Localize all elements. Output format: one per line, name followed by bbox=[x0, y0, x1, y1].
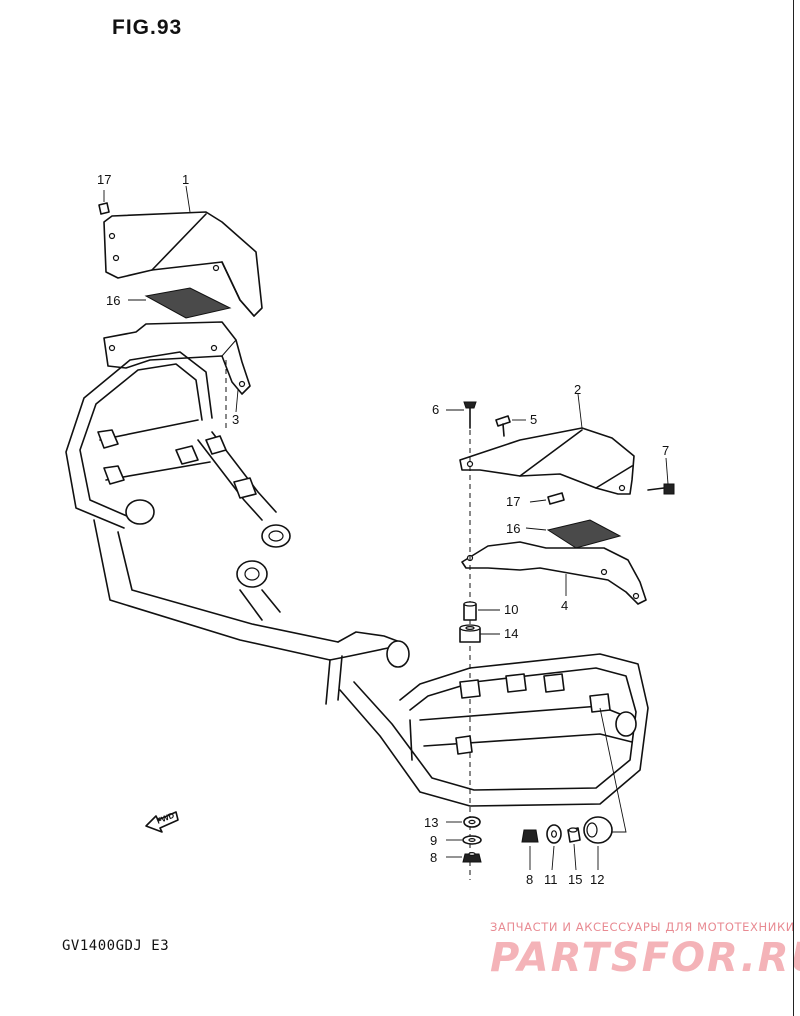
callout-7: 7 bbox=[662, 443, 669, 458]
part-2-right-cover bbox=[459, 427, 635, 495]
callout-17-right: 17 bbox=[506, 494, 520, 509]
part-17-upper-cushion bbox=[98, 202, 110, 215]
callout-16-right: 16 bbox=[506, 521, 520, 536]
callout-8-stack: 8 bbox=[430, 850, 437, 865]
part-10-spacer bbox=[463, 601, 477, 621]
leader-12 bbox=[599, 707, 627, 833]
callout-4: 4 bbox=[561, 598, 568, 613]
callout-labels: 17 1 16 3 2 6 5 7 17 16 4 10 14 13 9 8 8… bbox=[97, 172, 669, 887]
part-8-nut-b bbox=[521, 829, 539, 843]
callout-14: 14 bbox=[504, 626, 518, 641]
callout-3: 3 bbox=[232, 412, 239, 427]
callout-15: 15 bbox=[568, 872, 582, 887]
part-15-spacer bbox=[567, 827, 581, 843]
leader-lines bbox=[103, 185, 669, 871]
part-16-right-pad bbox=[546, 519, 622, 549]
callout-13: 13 bbox=[424, 815, 438, 830]
part-5-screw bbox=[495, 415, 511, 437]
callout-17-upper: 17 bbox=[97, 172, 111, 187]
callout-12: 12 bbox=[590, 872, 604, 887]
callout-10: 10 bbox=[504, 602, 518, 617]
part-3-left-bracket bbox=[103, 321, 251, 395]
callout-8-row: 8 bbox=[526, 872, 533, 887]
part-9-washer bbox=[462, 835, 482, 845]
part-7-bolt bbox=[647, 483, 675, 495]
part-4-right-bracket bbox=[461, 541, 647, 605]
model-code: GV1400GDJ E3 bbox=[62, 938, 170, 954]
engine-guard-frame bbox=[65, 351, 649, 807]
callout-2: 2 bbox=[574, 382, 581, 397]
callout-11: 11 bbox=[544, 872, 558, 887]
part-16-upper-pad bbox=[144, 287, 232, 319]
part-13-grommet bbox=[463, 816, 481, 828]
page-edge bbox=[793, 0, 800, 1016]
part-6-screw bbox=[463, 401, 477, 429]
callout-5: 5 bbox=[530, 412, 537, 427]
watermark-tagline: ЗАПЧАСТИ И АКСЕССУАРЫ ДЛЯ МОТОТЕХНИКИ bbox=[490, 920, 795, 934]
part-12-cushion bbox=[583, 816, 613, 844]
part-11-washer bbox=[546, 824, 562, 844]
part-17-right-cushion bbox=[547, 492, 565, 505]
part-8-nut-a bbox=[462, 851, 482, 863]
watermark-brand: PARTSFOR.RU bbox=[490, 935, 800, 981]
callout-16-upper: 16 bbox=[106, 293, 120, 308]
callout-1: 1 bbox=[182, 172, 189, 187]
forward-arrow-icon: FWD bbox=[145, 811, 179, 833]
callout-6: 6 bbox=[432, 402, 439, 417]
figure-title: FIG.93 bbox=[112, 16, 183, 39]
part-14-grommet bbox=[459, 624, 481, 643]
callout-9: 9 bbox=[430, 833, 437, 848]
part-1-left-cover bbox=[103, 211, 263, 317]
